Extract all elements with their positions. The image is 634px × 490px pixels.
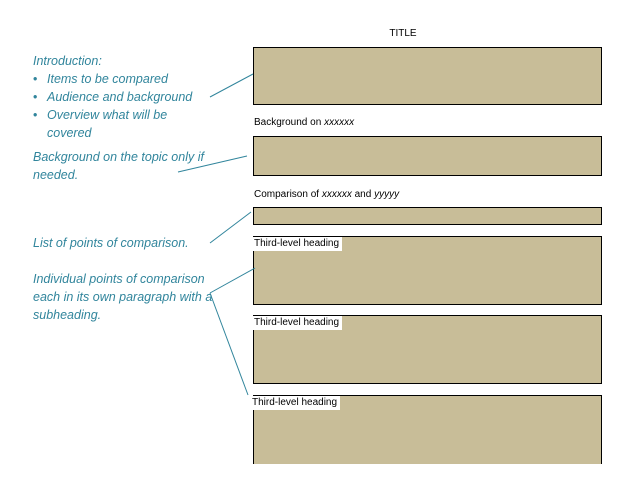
background-heading-text: Background on	[254, 117, 325, 128]
background-box	[253, 136, 602, 176]
intro-heading: Introduction:	[33, 54, 102, 68]
intro-bullet: Items to be compared	[33, 70, 213, 88]
point-3-connector	[209, 292, 249, 396]
comparison-heading-and: and	[351, 189, 375, 200]
intro-connector	[209, 73, 254, 98]
intro-bullet: Overview what will be covered	[33, 106, 213, 142]
comparison-list-box	[253, 207, 602, 225]
background-connector	[177, 155, 248, 173]
page-title: TITLE	[389, 28, 417, 39]
intro-bullet-list: Items to be compared Audience and backgr…	[33, 70, 213, 142]
introduction-box	[253, 47, 602, 105]
third-level-heading-2: Third-level heading	[253, 316, 343, 330]
comparison-list-note: List of points of comparison.	[33, 236, 189, 250]
comparison-variable-y: yyyyy	[374, 189, 400, 200]
comparison-list-connector	[209, 211, 252, 244]
individual-points-note: Individual points of comparison each in …	[33, 272, 213, 322]
comparison-heading-text: Comparison of	[254, 189, 322, 200]
comparison-heading: Comparison of xxxxxx and yyyyy	[254, 188, 399, 201]
third-level-heading-3: Third-level heading	[251, 396, 341, 410]
intro-bullet: Audience and background	[33, 88, 213, 106]
background-heading-variable: xxxxxx	[324, 117, 355, 128]
intro-note: Introduction: Items to be compared Audie…	[33, 52, 213, 142]
point-1-connector	[209, 267, 256, 294]
third-level-heading-1: Third-level heading	[253, 237, 343, 251]
background-heading: Background on xxxxxx	[254, 116, 354, 129]
comparison-variable-x: xxxxxx	[321, 189, 352, 200]
background-note: Background on the topic only if needed.	[33, 150, 204, 182]
